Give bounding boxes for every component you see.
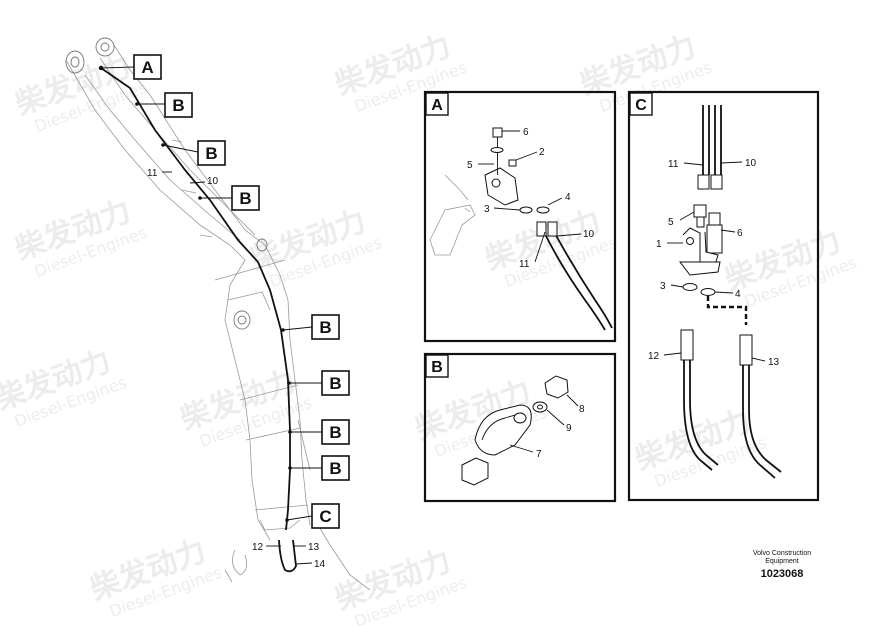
- detail-panel-b: B 8 9 7: [423, 352, 617, 503]
- callout-b: B: [321, 419, 350, 445]
- callout-b: B: [311, 314, 340, 340]
- document-number: 1023068: [761, 568, 804, 580]
- panel-c-part-4: 4: [735, 289, 741, 300]
- panel-a-part-2: 2: [539, 147, 545, 158]
- callout-b-text: B: [329, 374, 341, 393]
- panel-c-part-12: 12: [648, 351, 660, 362]
- panel-a-part-3: 3: [484, 204, 490, 215]
- panel-c-part-10: 10: [745, 158, 757, 169]
- callout-b-text: B: [319, 318, 331, 337]
- panel-c-part-11: 11: [668, 159, 679, 170]
- panel-b-part-8: 8: [579, 404, 585, 415]
- callout-b-text: B: [205, 144, 217, 163]
- callout-a: A: [133, 54, 162, 80]
- footer-brand: Volvo Construction Equipment 1023068: [753, 550, 811, 580]
- detail-panel-c: C 11: [627, 90, 820, 502]
- callout-b-text: B: [172, 96, 184, 115]
- callout-a-text: A: [141, 58, 153, 77]
- part-number-14: 14: [314, 559, 326, 570]
- boom-eye-right: [95, 37, 115, 57]
- watermark-layer: 柴发动力 Diesel-Engines 柴发动力 Diesel-Engines …: [0, 29, 859, 629]
- callout-c: C: [311, 503, 340, 529]
- brand-line-1: Volvo Construction: [753, 550, 811, 557]
- brand-line-2: Equipment: [765, 558, 799, 565]
- callout-b-text: B: [329, 459, 341, 478]
- boom-structure: [65, 37, 371, 591]
- callout-c-text: C: [319, 507, 331, 526]
- panel-c-part-13: 13: [768, 357, 780, 368]
- panel-b-part-7: 7: [536, 449, 542, 460]
- part-number-12: 12: [252, 542, 264, 553]
- callout-b: B: [231, 185, 260, 211]
- part-number-13: 13: [308, 542, 320, 553]
- panel-a-tag: A: [431, 97, 443, 114]
- part-number-10: 10: [207, 176, 219, 187]
- panel-a-part-4: 4: [565, 192, 571, 203]
- callout-b: B: [321, 370, 350, 396]
- boom-pivot: [233, 310, 251, 330]
- panel-a-part-5: 5: [467, 160, 473, 171]
- panel-c-tag: C: [635, 97, 647, 114]
- callout-b: B: [321, 455, 350, 481]
- panel-a-part-6: 6: [523, 127, 529, 138]
- callout-b: B: [197, 140, 226, 166]
- part-number-11: 11: [147, 168, 158, 179]
- panel-c-part-1: 1: [656, 239, 662, 250]
- panel-c-part-3: 3: [660, 281, 666, 292]
- panel-b-part-9: 9: [566, 423, 572, 434]
- panel-a-part-10: 10: [583, 229, 595, 240]
- callout-b: B: [164, 92, 193, 118]
- detail-panel-a: A 6 5 2 4 3 10 11: [423, 90, 617, 343]
- panel-b-tag: B: [431, 359, 443, 376]
- panel-a-part-11: 11: [519, 259, 530, 270]
- callout-b-text: B: [329, 423, 341, 442]
- panel-c-part-6: 6: [737, 228, 743, 239]
- boom-eye-left: [65, 50, 85, 74]
- leader-lines: [100, 66, 322, 565]
- panel-c-part-5: 5: [668, 217, 674, 228]
- callout-b-text: B: [239, 189, 251, 208]
